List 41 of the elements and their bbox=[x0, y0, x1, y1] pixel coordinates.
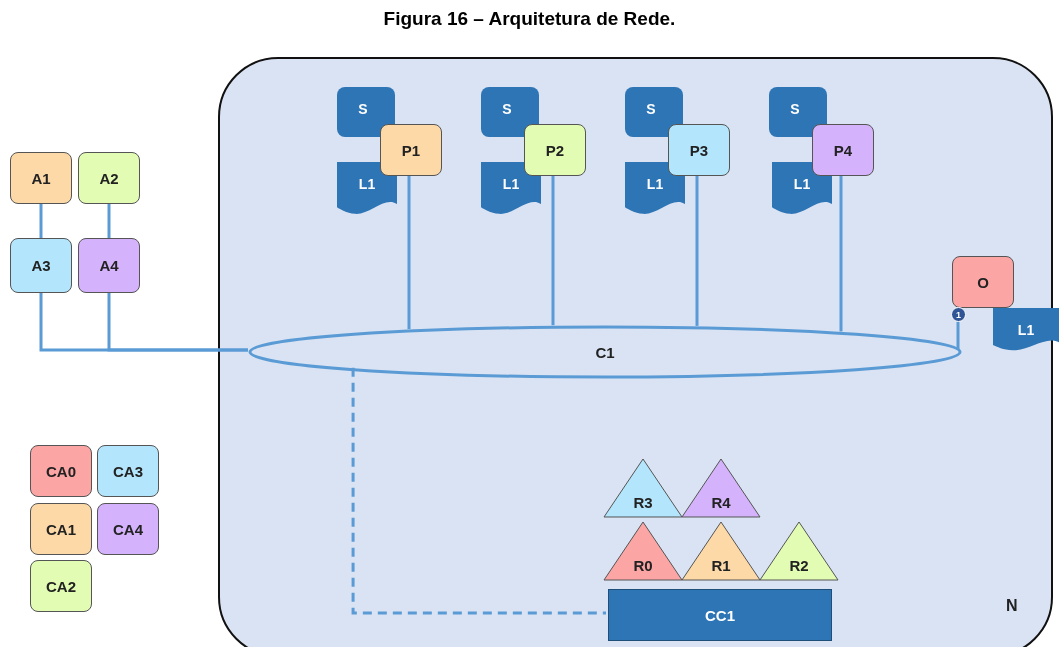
node-box: P4 bbox=[812, 124, 874, 176]
document-shape: L1 bbox=[625, 162, 685, 216]
node-box: CA1 bbox=[30, 503, 92, 555]
connector-line bbox=[839, 174, 843, 332]
network-area bbox=[218, 57, 1053, 647]
bus-ellipse: C1 bbox=[250, 327, 960, 377]
node-box: CA0 bbox=[30, 445, 92, 497]
node-box: A1 bbox=[10, 152, 72, 204]
server-shape: S bbox=[481, 87, 539, 137]
connector-line bbox=[407, 174, 411, 330]
connector-line bbox=[551, 174, 555, 326]
node-box: P1 bbox=[380, 124, 442, 176]
node-box: P2 bbox=[524, 124, 586, 176]
connector-line bbox=[39, 204, 43, 238]
triangle-node: R1 bbox=[682, 522, 760, 580]
connector-line bbox=[107, 204, 111, 238]
node-box: A4 bbox=[78, 238, 140, 293]
connector-line bbox=[956, 320, 960, 350]
node-box: CA2 bbox=[30, 560, 92, 612]
figure-title: Figura 16 – Arquitetura de Rede. bbox=[382, 8, 677, 30]
server-shape: S bbox=[769, 87, 827, 137]
area-label: N bbox=[1006, 597, 1018, 615]
node-box: CA4 bbox=[97, 503, 159, 555]
document-shape: L1 bbox=[993, 308, 1059, 352]
node-box: CA3 bbox=[97, 445, 159, 497]
document-shape: L1 bbox=[772, 162, 832, 216]
node-box: O bbox=[952, 256, 1014, 308]
node-box: P3 bbox=[668, 124, 730, 176]
triangle-node: R2 bbox=[760, 522, 838, 580]
connector-line bbox=[695, 174, 699, 326]
triangle-node: R0 bbox=[604, 522, 682, 580]
triangle-node: R3 bbox=[604, 459, 682, 517]
server-shape: S bbox=[337, 87, 395, 137]
server-shape: S bbox=[625, 87, 683, 137]
node-box: A2 bbox=[78, 152, 140, 204]
document-shape: L1 bbox=[337, 162, 397, 216]
controller-bar: CC1 bbox=[608, 589, 832, 641]
document-shape: L1 bbox=[481, 162, 541, 216]
node-box: A3 bbox=[10, 238, 72, 293]
connector-line bbox=[107, 293, 248, 352]
triangle-node: R4 bbox=[682, 459, 760, 517]
